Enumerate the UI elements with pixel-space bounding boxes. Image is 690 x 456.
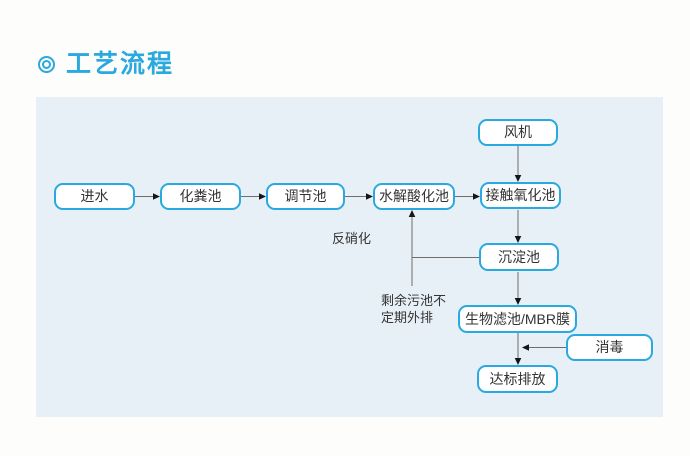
bullseye-icon [38, 56, 55, 73]
node-biofilter-mbr: 生物滤池/MBR膜 [458, 305, 577, 333]
label-sludge-line1: 剩余污池不 [381, 293, 447, 308]
bullseye-icon-inner [42, 60, 51, 69]
node-regulating-tank: 调节池 [266, 183, 345, 210]
node-inlet: 进水 [54, 183, 135, 210]
page-title: 工艺流程 [66, 50, 175, 78]
label-sludge-line2: 定期外排 [381, 310, 434, 325]
label-denitrification: 反硝化 [332, 231, 372, 246]
flow-diagram-panel: 进水 化粪池 调节池 水解酸化池 接触氧化池 风机 沉淀池 生物滤池/MBR膜 … [36, 97, 663, 417]
node-contact-oxidation-tank: 接触氧化池 [480, 182, 561, 209]
label-sludge-discharge: 剩余污池不 定期外排 [381, 292, 446, 326]
node-fan: 风机 [478, 119, 558, 146]
node-disinfection: 消毒 [566, 334, 653, 361]
section-header: 工艺流程 [38, 52, 174, 77]
node-sedimentation-tank: 沉淀池 [479, 243, 559, 271]
flow-connectors [135, 146, 566, 365]
node-hydrolysis-tank: 水解酸化池 [373, 183, 455, 210]
node-standard-discharge: 达标排放 [477, 365, 558, 393]
node-septic-tank: 化粪池 [160, 183, 241, 210]
